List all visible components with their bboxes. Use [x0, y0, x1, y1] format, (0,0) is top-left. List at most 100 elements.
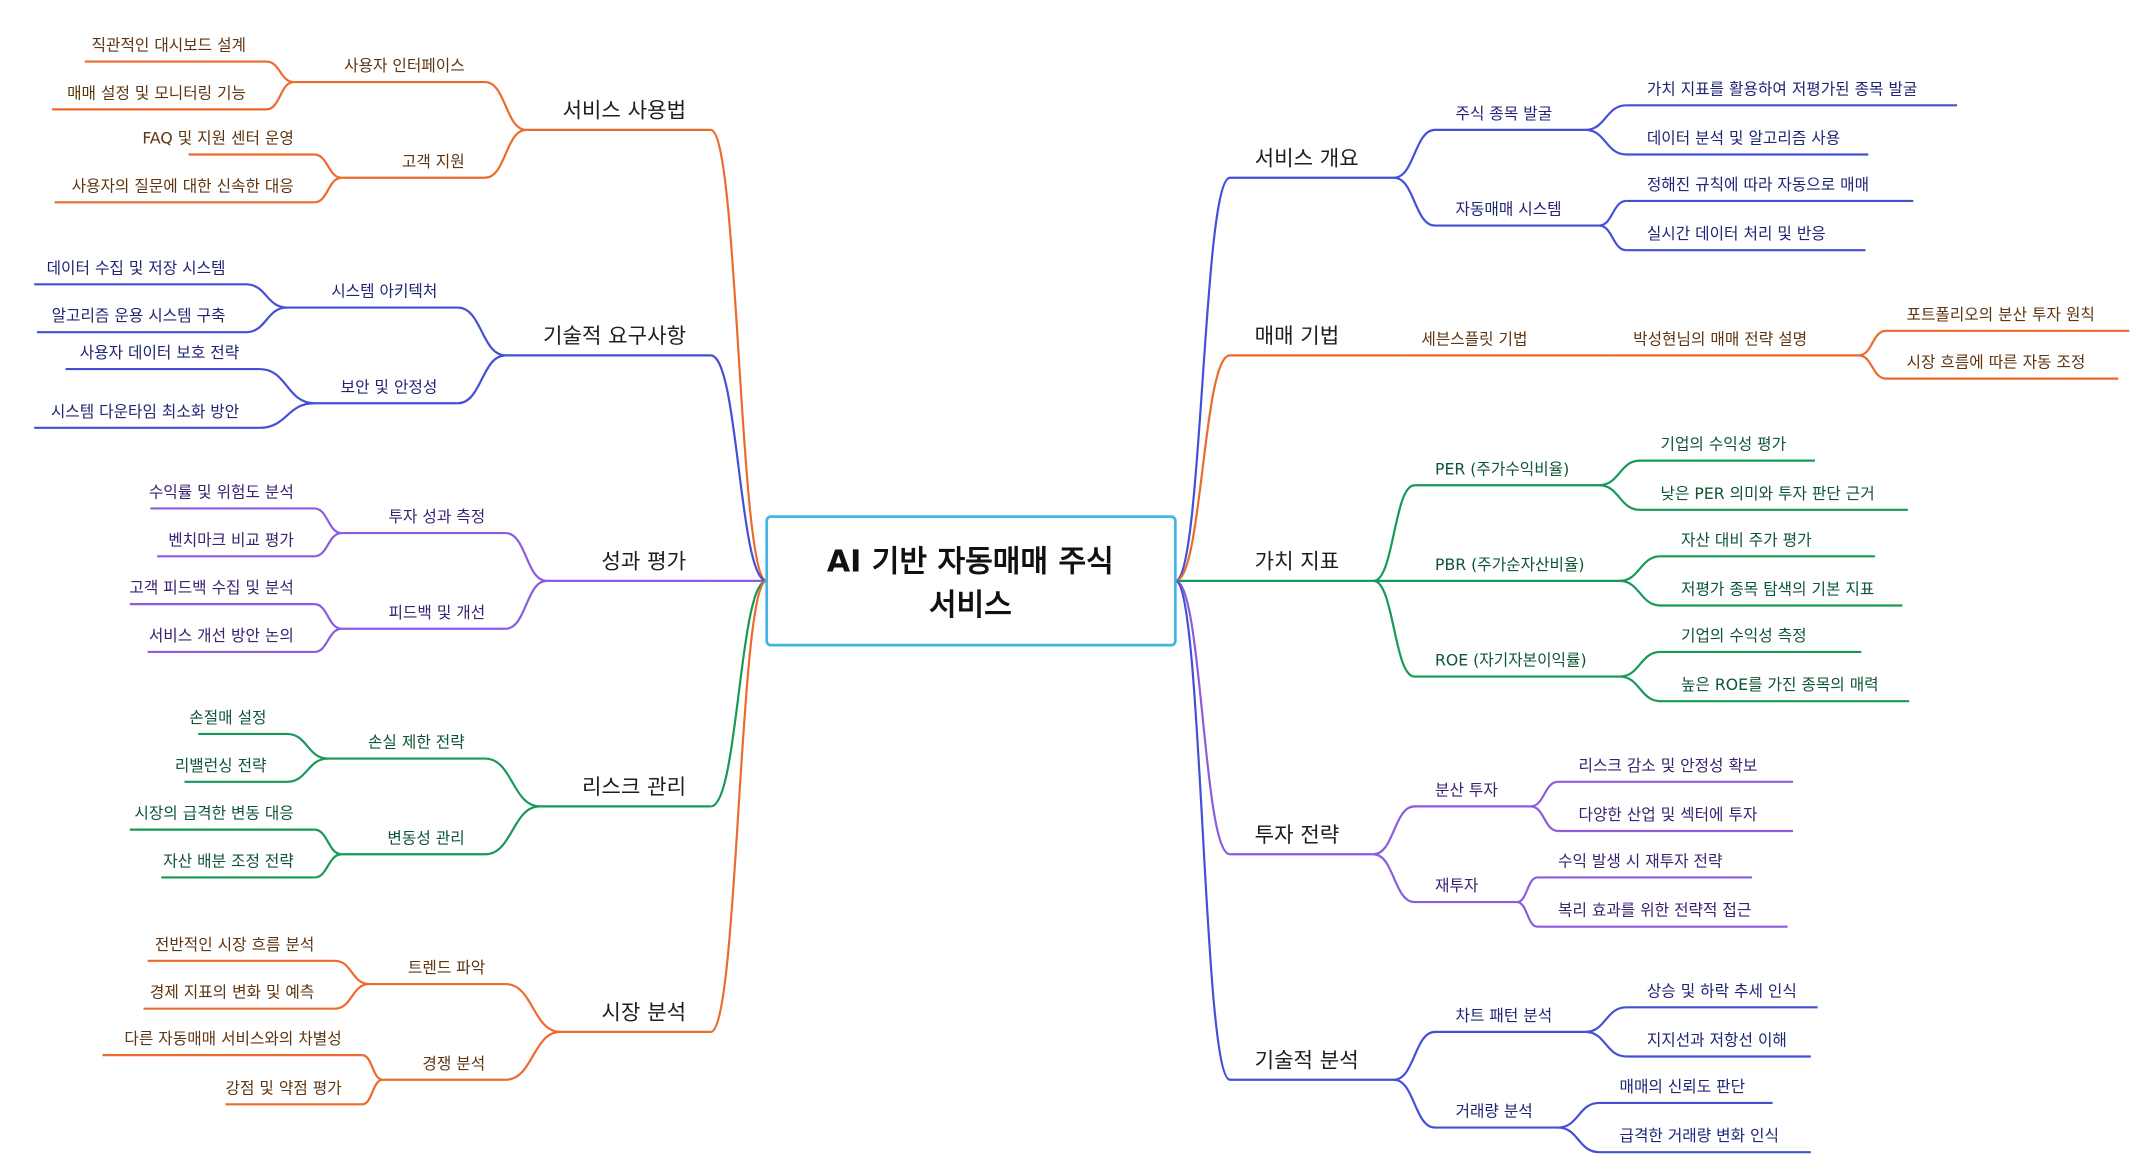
mindmap-leaf[interactable]: 수익률 및 위험도 분석	[149, 483, 294, 502]
mindmap-subtopic[interactable]: 손실 제한 전략	[368, 733, 465, 752]
mindmap-leaf[interactable]: 매매의 신뢰도 판단	[1620, 1077, 1746, 1096]
child-connector	[485, 757, 540, 808]
mindmap-leaf[interactable]: 자산 배분 조정 전략	[163, 852, 294, 871]
mindmap-leaf[interactable]: 낮은 PER 의미와 투자 판단 근거	[1661, 484, 1875, 503]
child-connector	[457, 354, 506, 405]
mindmap-leaf[interactable]: 지지선과 저항선 이해	[1647, 1031, 1787, 1050]
branch-connector	[710, 579, 768, 808]
mindmap-leaf[interactable]: 저평가 종목 탐색의 기본 지표	[1681, 580, 1874, 599]
mindmap-subtopic[interactable]: 분산 투자	[1435, 780, 1498, 799]
child-connector	[245, 283, 288, 309]
root-node[interactable]: AI 기반 자동매매 주식 서비스	[765, 515, 1177, 647]
mindmap-branch[interactable]: 매매 기법	[1255, 323, 1340, 348]
mindmap-leaf[interactable]: 고객 피드백 수집 및 분석	[129, 578, 293, 597]
mindmap-branch[interactable]: 성과 평가	[601, 549, 686, 574]
child-connector	[286, 757, 329, 783]
mindmap-branch[interactable]: 기술적 요구사항	[543, 323, 686, 348]
mindmap-leaf[interactable]: 벤치마크 비교 평가	[168, 530, 294, 549]
mindmap-subtopic[interactable]: 변동성 관리	[387, 828, 464, 847]
mindmap-branch[interactable]: 서비스 사용법	[562, 98, 686, 123]
mindmap-connectors	[34, 60, 2130, 1154]
child-connector	[314, 603, 342, 630]
mindmap-subtopic[interactable]: 주식 종목 발굴	[1456, 104, 1553, 123]
child-connector	[1516, 876, 1538, 904]
mindmap-subtopic[interactable]: ROE (자기자본이익률)	[1435, 651, 1587, 670]
mindmap-leaf[interactable]: 다른 자동매매 서비스와의 차별성	[124, 1029, 341, 1048]
mindmap-leaf[interactable]: 데이터 수집 및 저장 시스템	[47, 258, 226, 277]
mindmap-subtopic[interactable]: 거래량 분석	[1456, 1102, 1533, 1121]
mindmap-subtopic[interactable]: PBR (주가순자산비율)	[1435, 555, 1585, 574]
mindmap-subtopic[interactable]: 시스템 아키텍처	[331, 282, 437, 301]
mindmap-leaf[interactable]: 강점 및 약점 평가	[226, 1078, 342, 1097]
child-connector	[1585, 1006, 1627, 1033]
mindmap-subtopic[interactable]: 고객 지원	[402, 152, 465, 171]
mindmap-branch[interactable]: 시장 분석	[601, 1000, 686, 1025]
mindmap-leaf[interactable]: 높은 ROE를 가진 종목의 매력	[1681, 675, 1879, 694]
mindmap-leaf[interactable]: 직관적인 대시보드 설계	[92, 36, 246, 55]
child-connector	[1373, 853, 1415, 904]
child-connector	[1858, 354, 1887, 380]
child-connector	[259, 367, 315, 405]
child-connector	[1393, 1078, 1436, 1129]
mindmap-leaf[interactable]: 데이터 분석 및 알고리즘 사용	[1647, 129, 1840, 148]
branch-connector	[1174, 176, 1231, 582]
child-connector	[484, 80, 527, 131]
mindmap-subtopic[interactable]: 박성현님의 매매 전략 설명	[1633, 329, 1807, 348]
mindmap-leaf[interactable]: 사용자의 질문에 대한 신속한 대응	[72, 176, 294, 195]
mindmap-subtopic[interactable]: 사용자 인터페이스	[344, 56, 465, 75]
mindmap-leaf[interactable]: 기업의 수익성 측정	[1681, 626, 1807, 645]
child-connector	[1619, 675, 1661, 703]
child-connector	[259, 402, 315, 429]
mindmap-leaf[interactable]: 상승 및 하락 추세 인식	[1647, 981, 1797, 1000]
mindmap-leaf[interactable]: 복리 효과를 위한 전략적 접근	[1558, 901, 1751, 920]
mindmap-leaf[interactable]: 포트폴리오의 분산 투자 원칙	[1907, 305, 2095, 324]
mindmap-leaf[interactable]: 시장의 급격한 변동 대응	[134, 804, 293, 823]
mindmap-leaf[interactable]: 기업의 수익성 평가	[1661, 435, 1787, 454]
child-connector	[1393, 1030, 1436, 1081]
branch-connector	[710, 128, 768, 582]
mindmap-subtopic[interactable]: 차트 패턴 분석	[1456, 1006, 1553, 1025]
child-connector	[1373, 484, 1415, 582]
mindmap-subtopic[interactable]: 재투자	[1435, 876, 1479, 895]
child-connector	[1619, 555, 1661, 582]
mindmap-subtopic[interactable]: 자동매매 시스템	[1456, 200, 1562, 219]
mindmap-leaf[interactable]: 가치 지표를 활용하여 저평가된 종목 발굴	[1647, 79, 1918, 98]
mindmap-branch[interactable]: 투자 전략	[1255, 822, 1340, 847]
mindmap-subtopic[interactable]: 보안 및 안정성	[341, 377, 438, 396]
child-connector	[1373, 579, 1415, 678]
mindmap-leaf[interactable]: 다양한 산업 및 섹터에 투자	[1579, 805, 1758, 824]
mindmap-leaf[interactable]: 수익 발생 시 재투자 전략	[1558, 852, 1722, 871]
mindmap-branch[interactable]: 리스크 관리	[582, 774, 686, 799]
mindmap-branch[interactable]: 기술적 분석	[1255, 1047, 1359, 1072]
mindmap-subtopic[interactable]: 트렌드 파악	[408, 958, 485, 977]
mindmap-leaf[interactable]: 급격한 거래량 변화 인식	[1620, 1126, 1779, 1145]
mindmap-branch[interactable]: 가치 지표	[1255, 549, 1340, 574]
child-connector	[1530, 805, 1559, 833]
mindmap-leaf[interactable]: 전반적인 시장 흐름 분석	[155, 935, 314, 954]
child-connector	[484, 128, 527, 179]
mindmap-leaf[interactable]: FAQ 및 지원 센터 운영	[142, 129, 294, 148]
mindmap-subtopic[interactable]: 경쟁 분석	[422, 1054, 485, 1073]
child-connector	[361, 1054, 383, 1081]
root-node-box[interactable]	[765, 515, 1177, 647]
child-connector	[266, 80, 295, 111]
mindmap-leaf[interactable]: 경제 지표의 변화 및 예측	[150, 983, 314, 1002]
mindmap-leaf[interactable]: 정해진 규칙에 따라 자동으로 매매	[1647, 175, 1869, 194]
mindmap-leaf[interactable]: 자산 대비 주가 평가	[1681, 530, 1812, 549]
mindmap-subtopic[interactable]: 피드백 및 개선	[388, 603, 485, 622]
mindmap-subtopic[interactable]: 세븐스플릿 기법	[1421, 329, 1527, 348]
mindmap-leaf[interactable]: 손절매 설정	[189, 708, 266, 727]
mindmap-subtopic[interactable]: PER (주가수익비율)	[1435, 459, 1569, 478]
mindmap-leaf[interactable]: 알고리즘 운용 시스템 구축	[52, 306, 226, 325]
mindmap-leaf[interactable]: 사용자 데이터 보호 전략	[80, 343, 239, 362]
mindmap-leaf[interactable]: 실시간 데이터 처리 및 반응	[1647, 224, 1826, 243]
mindmap-leaf[interactable]: 서비스 개선 방안 논의	[149, 626, 294, 645]
mindmap-leaf[interactable]: 매매 설정 및 모니터링 기능	[67, 83, 246, 102]
child-connector	[286, 732, 329, 760]
mindmap-leaf[interactable]: 시장 흐름에 따른 자동 조정	[1907, 353, 2086, 372]
mindmap-branch[interactable]: 서비스 개요	[1255, 145, 1359, 170]
mindmap-leaf[interactable]: 리스크 감소 및 안정성 확보	[1579, 756, 1758, 775]
mindmap-leaf[interactable]: 리밸런싱 전략	[175, 756, 267, 775]
mindmap-leaf[interactable]: 시스템 다운타임 최소화 방안	[51, 402, 239, 421]
mindmap-subtopic[interactable]: 투자 성과 측정	[388, 507, 485, 526]
